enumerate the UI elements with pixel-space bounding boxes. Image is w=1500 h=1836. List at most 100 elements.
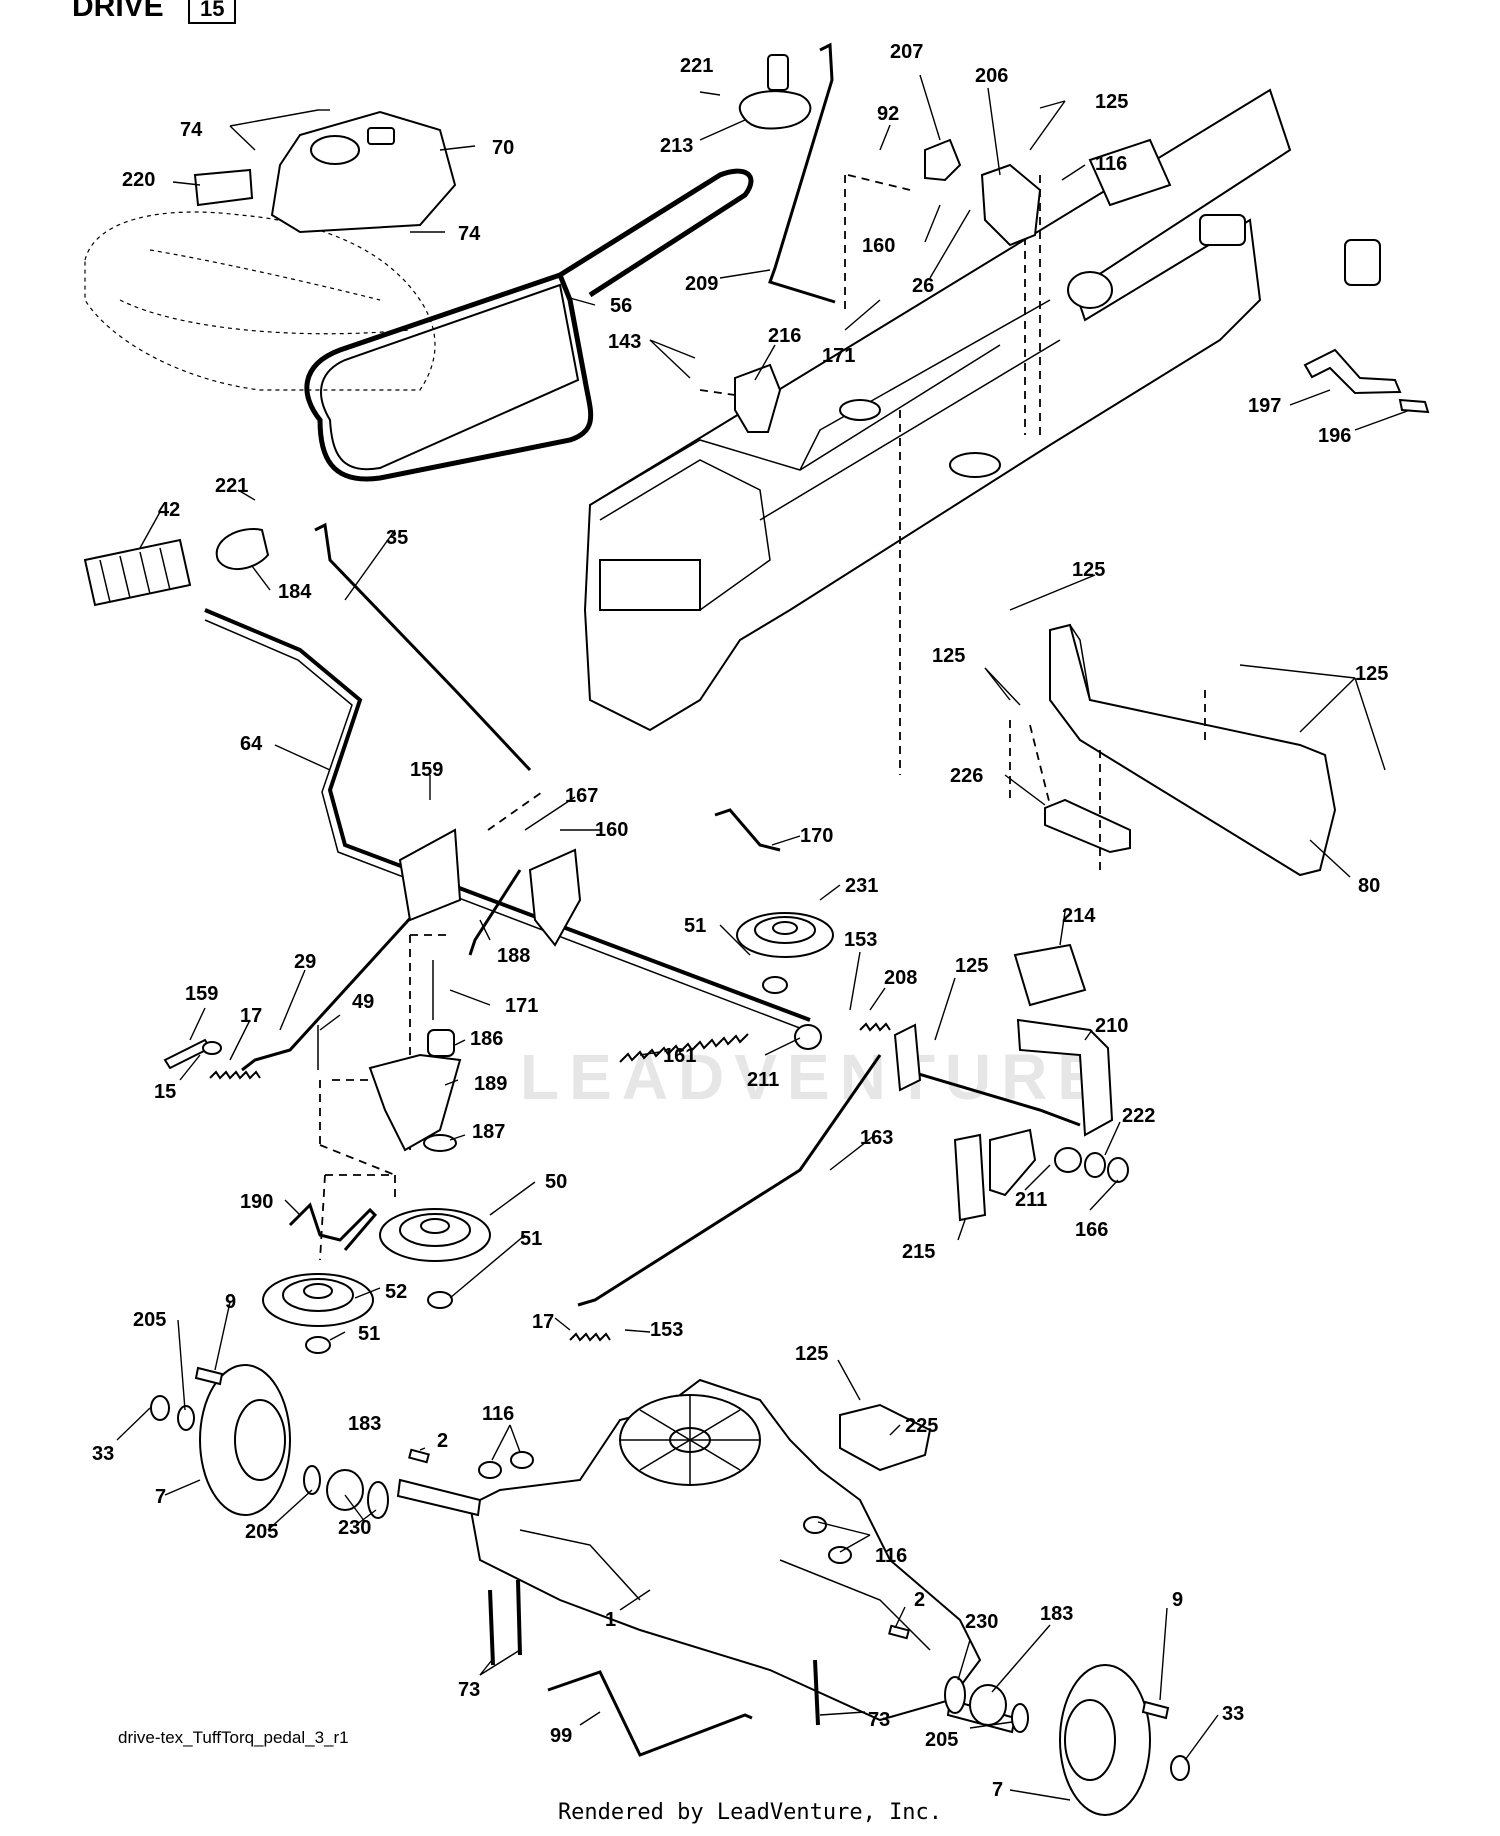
rod-29[interactable] <box>241 878 447 1072</box>
bolt-part[interactable] <box>1398 398 1430 414</box>
spring-17a[interactable] <box>209 1070 261 1080</box>
nut-116c[interactable] <box>803 1516 827 1534</box>
spring-208[interactable] <box>859 1022 891 1032</box>
callout-230: 230 <box>965 1611 998 1633</box>
axle-left[interactable] <box>396 1478 482 1517</box>
washer-205b[interactable] <box>177 1405 195 1431</box>
bolt-9a[interactable] <box>194 1366 224 1386</box>
callout-125: 125 <box>795 1343 828 1365</box>
bolt-9b[interactable] <box>1141 1700 1170 1720</box>
key-2b[interactable] <box>888 1624 910 1640</box>
hub-right[interactable] <box>1059 1664 1151 1816</box>
transaxle-part[interactable] <box>468 1378 982 1722</box>
rod-163[interactable] <box>577 1054 882 1307</box>
rod-99[interactable] <box>547 1670 753 1757</box>
callout-17: 17 <box>532 1311 554 1333</box>
bracket-167[interactable] <box>528 848 582 947</box>
callout-186: 186 <box>470 1028 503 1050</box>
callout-159: 159 <box>410 759 443 781</box>
callout-42: 42 <box>158 499 180 521</box>
bracket-brake[interactable] <box>893 1023 922 1092</box>
washer-205c[interactable] <box>1011 1703 1029 1733</box>
nut-116d[interactable] <box>828 1546 852 1564</box>
drive-belt-part[interactable] <box>304 168 754 482</box>
pulley-52[interactable] <box>262 1273 374 1327</box>
bracket-part[interactable] <box>1044 798 1131 854</box>
pulley-50[interactable] <box>379 1208 491 1262</box>
arm-bracket[interactable] <box>398 828 462 922</box>
guard-part[interactable] <box>1049 623 1337 877</box>
bushing-211a[interactable] <box>794 1024 822 1050</box>
nut-116b[interactable] <box>510 1451 534 1469</box>
bracket-206[interactable] <box>980 163 1042 247</box>
bolt-73c[interactable] <box>813 1659 820 1726</box>
bearing-183a[interactable] <box>326 1469 364 1511</box>
pin-159[interactable] <box>163 1038 212 1070</box>
rod-part[interactable] <box>1303 348 1402 395</box>
clip-184[interactable] <box>215 528 270 571</box>
callout-205: 205 <box>925 1729 958 1751</box>
section-number: 15 <box>188 0 237 24</box>
key-2a[interactable] <box>408 1448 430 1464</box>
callout-125: 125 <box>1095 91 1128 113</box>
callout-207: 207 <box>890 41 923 63</box>
callout-206: 206 <box>975 65 1008 87</box>
clip-213[interactable] <box>738 90 812 130</box>
bushing-211b[interactable] <box>1054 1147 1082 1173</box>
knob-213[interactable] <box>767 54 789 91</box>
bearing-183b[interactable] <box>969 1684 1007 1726</box>
idler-arm-190[interactable] <box>288 1202 378 1251</box>
callout-2: 2 <box>914 1589 925 1611</box>
plate-189[interactable] <box>368 1053 462 1152</box>
clip-33b[interactable] <box>1170 1755 1190 1781</box>
callout-74: 74 <box>180 119 203 141</box>
callout-216: 216 <box>768 325 801 347</box>
callout-197: 197 <box>1248 395 1281 417</box>
nut-51a[interactable] <box>762 976 788 994</box>
bracket-215[interactable] <box>953 1133 987 1222</box>
pad-part[interactable] <box>193 168 254 207</box>
lever-207[interactable] <box>924 138 962 182</box>
callout-7: 7 <box>992 1779 1003 1801</box>
clip-33a[interactable] <box>150 1395 170 1421</box>
washer-187[interactable] <box>423 1134 457 1152</box>
grip-42[interactable] <box>83 538 192 607</box>
arm-211[interactable] <box>989 1128 1037 1197</box>
idler-arm-170[interactable] <box>714 808 781 852</box>
washer-205a[interactable] <box>303 1465 321 1495</box>
hub-left[interactable] <box>199 1364 291 1516</box>
washer-222[interactable] <box>1084 1152 1106 1178</box>
callout-183: 183 <box>348 1413 381 1435</box>
frame-part[interactable] <box>583 88 1381 732</box>
bolt-73a[interactable] <box>488 1589 495 1666</box>
pedal-pad-214[interactable] <box>1013 943 1087 1007</box>
callout-167: 167 <box>565 785 598 807</box>
callout-29: 29 <box>294 951 316 973</box>
washer-230a[interactable] <box>367 1481 389 1519</box>
pedal-arm-210[interactable] <box>1016 1018 1114 1137</box>
washer-166[interactable] <box>1107 1157 1129 1183</box>
callout-49: 49 <box>352 991 374 1013</box>
pulley-231[interactable] <box>736 912 834 958</box>
bracket-216[interactable] <box>734 363 782 433</box>
nut-51b[interactable] <box>427 1291 453 1309</box>
shield-225[interactable] <box>839 1403 932 1472</box>
washer-230b[interactable] <box>944 1676 966 1714</box>
spacer-186[interactable] <box>427 1029 455 1057</box>
bolt-73b[interactable] <box>516 1579 522 1656</box>
callout-116: 116 <box>1095 153 1127 175</box>
washer-15[interactable] <box>202 1041 222 1055</box>
console-cover-part[interactable] <box>270 110 457 234</box>
callout-35: 35 <box>386 527 408 549</box>
shift-rod-part[interactable] <box>768 42 836 304</box>
pedal-shaft[interactable] <box>898 1044 1081 1127</box>
nut-116a[interactable] <box>478 1461 502 1479</box>
spring-17b[interactable] <box>569 1332 611 1342</box>
nut-51c[interactable] <box>305 1336 331 1354</box>
callout-213: 213 <box>660 135 693 157</box>
link-188[interactable] <box>468 869 522 956</box>
callout-210: 210 <box>1095 1015 1128 1037</box>
callout-33: 33 <box>92 1443 114 1465</box>
callout-33: 33 <box>1222 1703 1244 1725</box>
rod-35[interactable] <box>314 522 532 772</box>
